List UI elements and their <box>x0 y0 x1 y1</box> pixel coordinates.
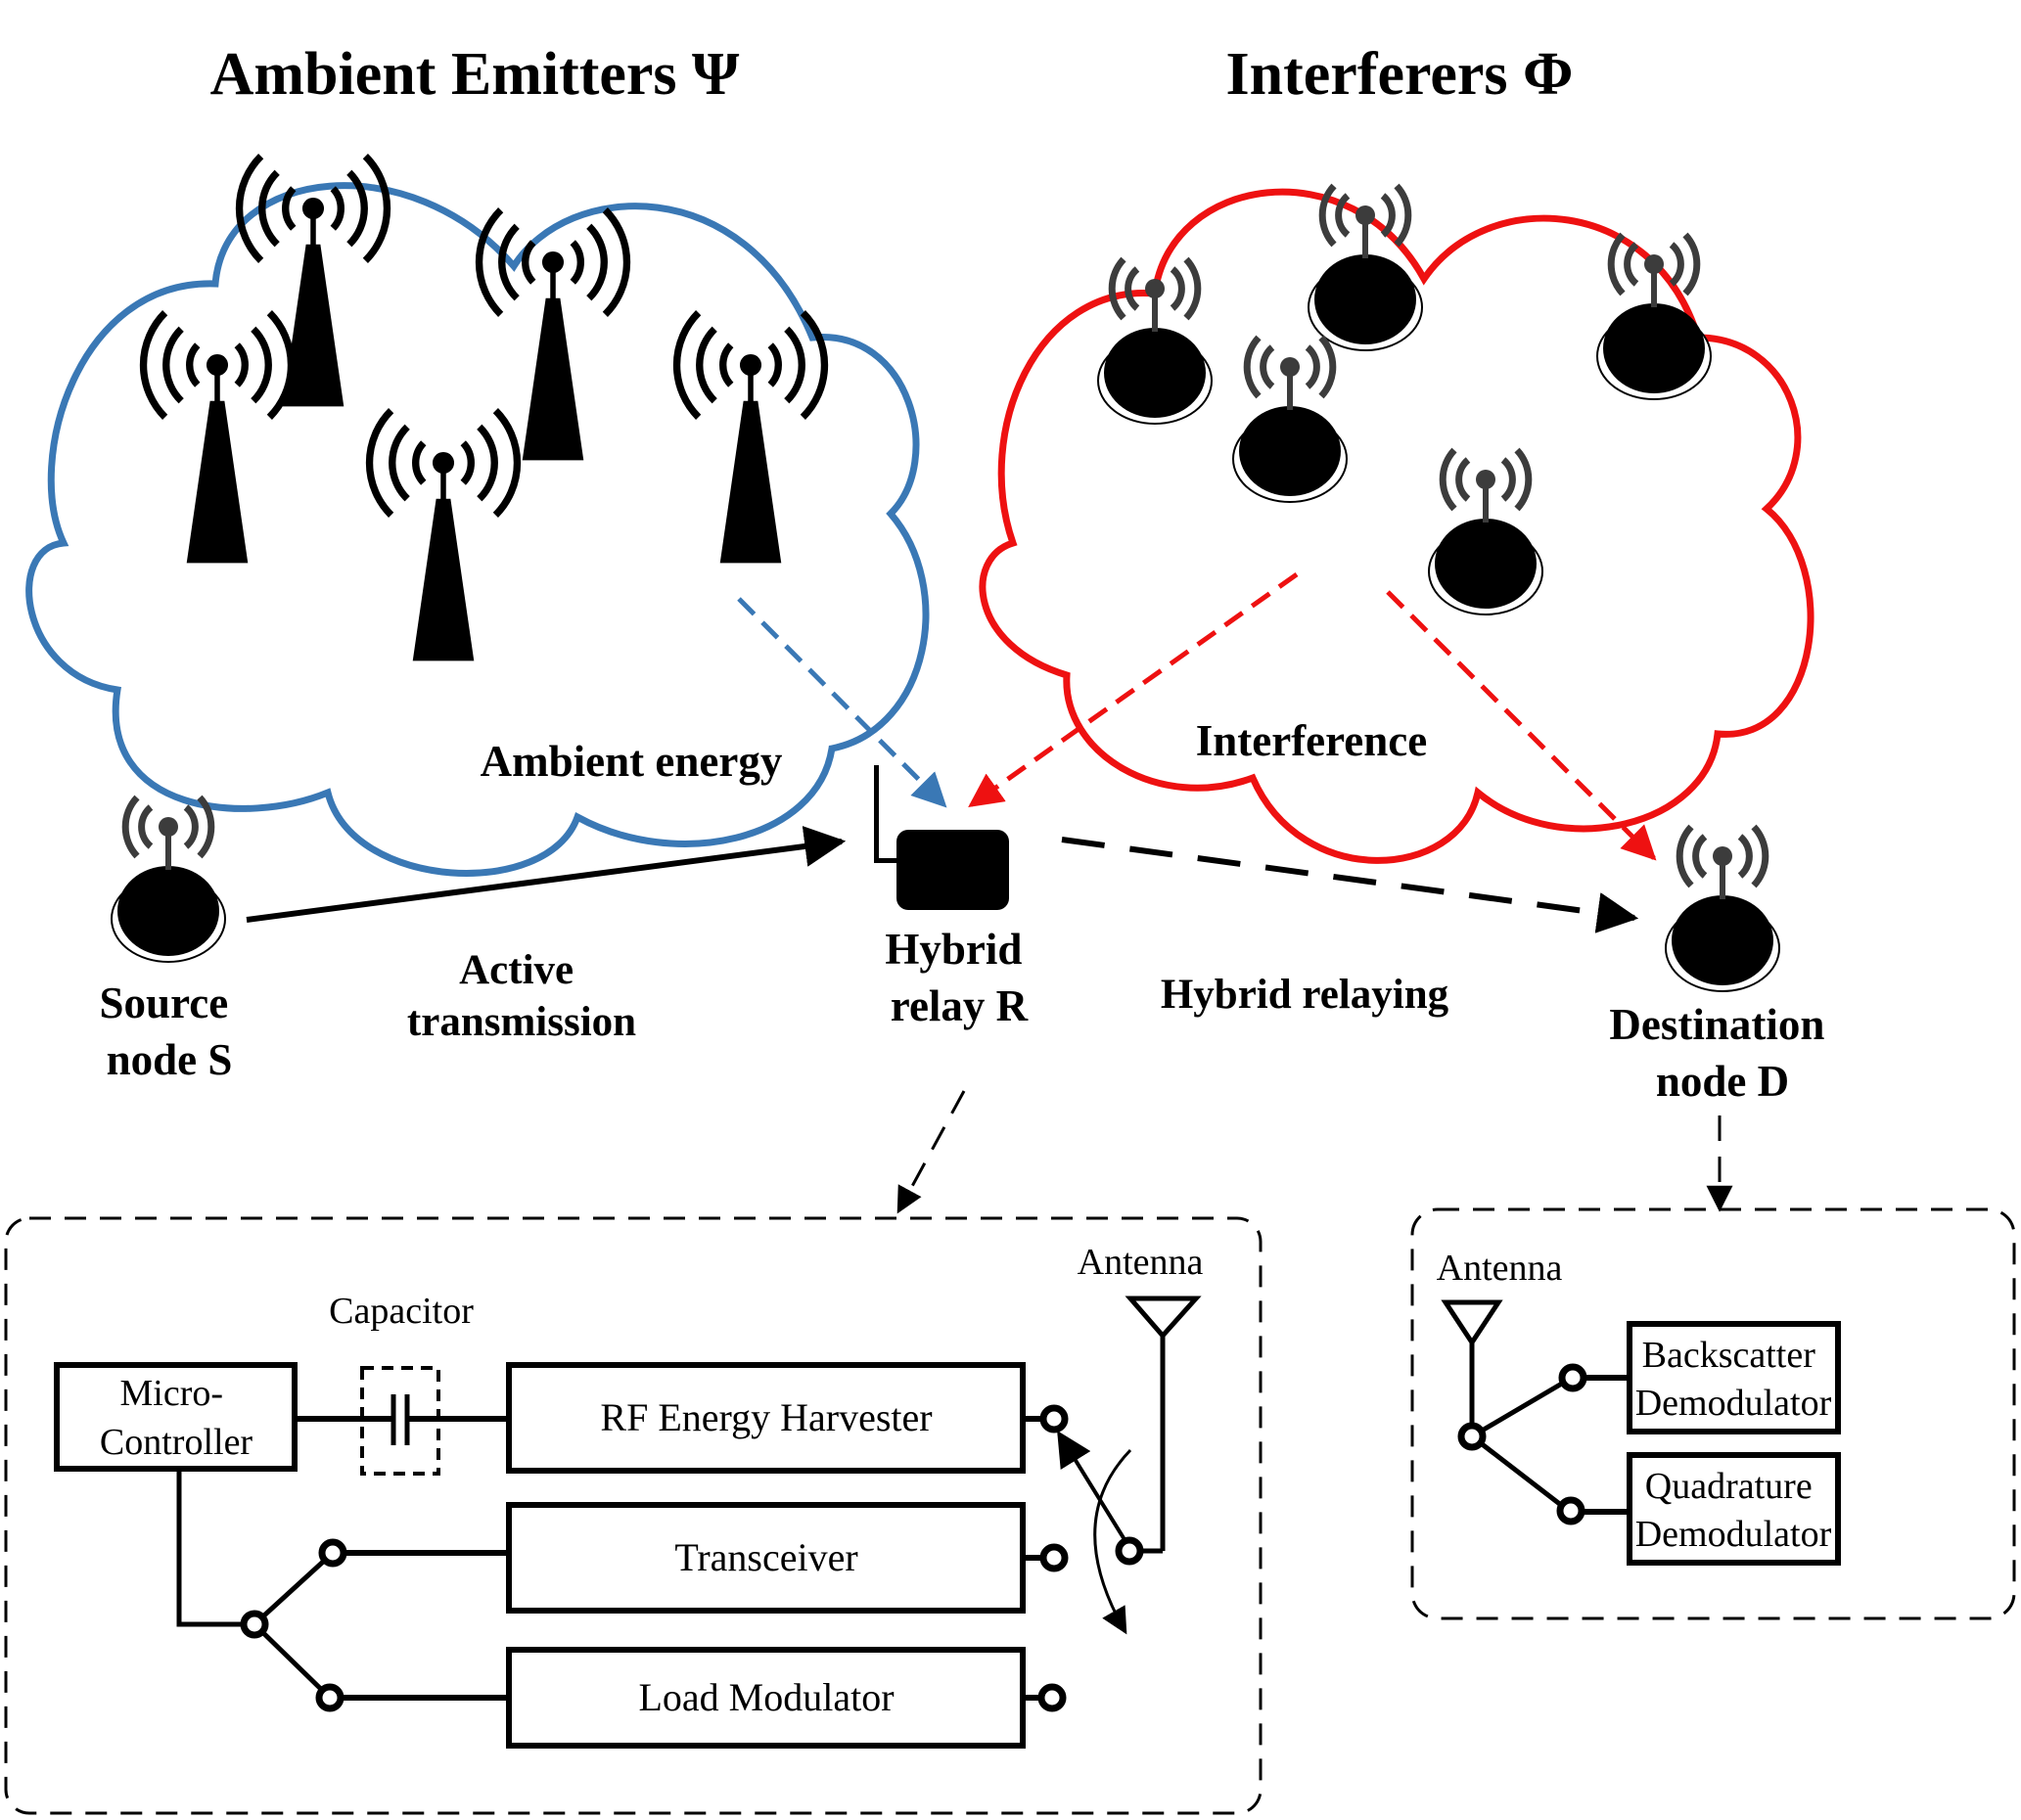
microcontroller-label-line1: Micro- <box>119 1373 223 1414</box>
active-transmission-label-line2: transmission <box>407 999 636 1045</box>
destination-detail-panel: Antenna Backscatter Demodulator Quadratu… <box>1410 1207 2016 1620</box>
backscatter-demodulator-label: Backscatter Demodulator <box>1635 1335 1832 1424</box>
ambient-energy-arrow <box>737 597 947 808</box>
load-modulator-label: Load Modulator <box>638 1675 894 1719</box>
ambient-emitters-title: Ambient Emitters Ψ <box>210 41 740 108</box>
active-transmission-arrow <box>246 826 847 923</box>
quadrature-demodulator-label-line2: Demodulator <box>1635 1514 1832 1555</box>
microcontroller-label-line2: Controller <box>100 1422 253 1463</box>
microcontroller-label: Micro- Controller <box>100 1373 253 1463</box>
hybrid-relaying-label: Hybrid relaying <box>1161 972 1449 1018</box>
transceiver-block <box>506 1502 1026 1614</box>
interference-to-relay-arrow <box>968 571 1299 808</box>
microcontroller-block <box>54 1362 298 1472</box>
quadrature-demodulator-label-line1: Quadrature <box>1645 1466 1813 1507</box>
source-node-label-line1: Source <box>100 978 229 1027</box>
destination-node-label-line1: Destination <box>1609 1000 1824 1049</box>
backscatter-demodulator-label-line2: Demodulator <box>1635 1383 1832 1424</box>
source-node-icon <box>112 797 225 962</box>
hybrid-relay-label-line1: Hybrid <box>885 925 1022 974</box>
hybrid-relaying-arrow <box>1061 837 1639 933</box>
capacitor-label: Capacitor <box>329 1291 474 1332</box>
active-transmission-label-line1: Active <box>459 947 574 993</box>
destination-antenna-label: Antenna <box>1437 1248 1563 1289</box>
interference-label: Interference <box>1196 716 1428 765</box>
relay-antenna-icon <box>1125 1296 1202 1554</box>
hybrid-relay-icon <box>874 765 1009 910</box>
antenna-switch <box>1023 1408 1140 1708</box>
hybrid-relay-label: Hybrid relay R <box>885 925 1033 1030</box>
relay-detail-panel: Antenna Capacitor Micro- Controller RF E… <box>4 1216 1263 1815</box>
relay-detail-pointer <box>896 1090 966 1214</box>
destination-node-icon <box>1666 827 1779 991</box>
hybrid-relay-label-line2: relay R <box>891 981 1029 1030</box>
rf-energy-harvester-label: RF Energy Harvester <box>600 1395 932 1439</box>
backscatter-demodulator-label-line1: Backscatter <box>1642 1335 1816 1376</box>
transceiver-label: Transceiver <box>674 1535 857 1579</box>
mcu-switch <box>176 1469 509 1708</box>
quadrature-demodulator-block <box>1627 1452 1841 1566</box>
capacitor-icon <box>295 1366 509 1476</box>
interference-to-destination-arrow <box>1386 590 1657 861</box>
quadrature-demodulator-label: Quadrature Demodulator <box>1635 1466 1832 1555</box>
source-node-label-line2: node S <box>107 1035 233 1084</box>
interferers-title: Interferers Φ <box>1226 41 1574 108</box>
destination-antenna-icon <box>1441 1299 1503 1424</box>
destination-node-label-line2: node D <box>1656 1057 1789 1106</box>
rf-energy-harvester-block <box>506 1362 1026 1474</box>
relay-antenna-label: Antenna <box>1078 1242 1204 1283</box>
active-transmission-label: Active transmission <box>407 947 636 1045</box>
backscatter-demodulator-block <box>1627 1321 1841 1434</box>
destination-node-label: Destination node D <box>1609 1000 1835 1106</box>
source-node-label: Source node S <box>100 978 240 1084</box>
ambient-energy-label: Ambient energy <box>481 737 783 786</box>
ambient-emitters-cloud <box>25 182 930 877</box>
destination-switch <box>1461 1367 1630 1522</box>
